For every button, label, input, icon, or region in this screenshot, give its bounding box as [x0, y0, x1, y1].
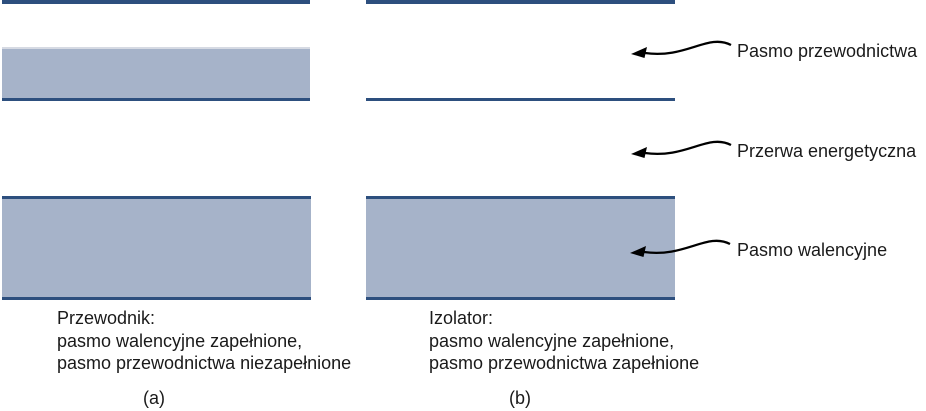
- panel-a-caption: Przewodnik: pasmo walencyjne zapełnione,…: [57, 307, 351, 375]
- panel-a-valence-band: [2, 196, 311, 300]
- panel-b-caption-line: pasmo przewodnictwa zapełnione: [429, 353, 700, 373]
- panel-b-caption: Izolator: pasmo walencyjne zapełnione, p…: [429, 307, 699, 375]
- conduction-band-label: Pasmo przewodnictwa: [737, 41, 918, 61]
- energy-gap-label: Przerwa energetyczna: [737, 141, 917, 161]
- panel-b-tag: (b): [509, 388, 531, 408]
- panel-b-conduction-band-top-edge: [366, 0, 675, 4]
- panel-a-conduction-band-filled-region: [2, 47, 310, 101]
- panel-b-caption-line: pasmo walencyjne zapełnione,: [429, 330, 675, 351]
- panel-b-caption-line: Izolator:: [429, 308, 494, 328]
- panel-b-valence-band: [366, 196, 675, 300]
- panel-a-conduction-band-top-edge: [2, 0, 310, 4]
- panel-b-conduction-band-bottom-edge: [366, 98, 675, 101]
- panel-a-caption-line: Przewodnik:: [57, 308, 156, 328]
- curved-arrow-icon: [631, 40, 732, 58]
- curved-arrow-icon: [630, 239, 731, 257]
- panel-a-tag: (a): [143, 388, 165, 408]
- curved-arrow-icon: [631, 140, 732, 158]
- panel-a-caption-line: pasmo walencyjne zapełnione,: [57, 330, 303, 351]
- valence-band-label: Pasmo walencyjne: [737, 240, 888, 260]
- panel-a-caption-line: pasmo przewodnictwa niezapełnione: [57, 353, 352, 373]
